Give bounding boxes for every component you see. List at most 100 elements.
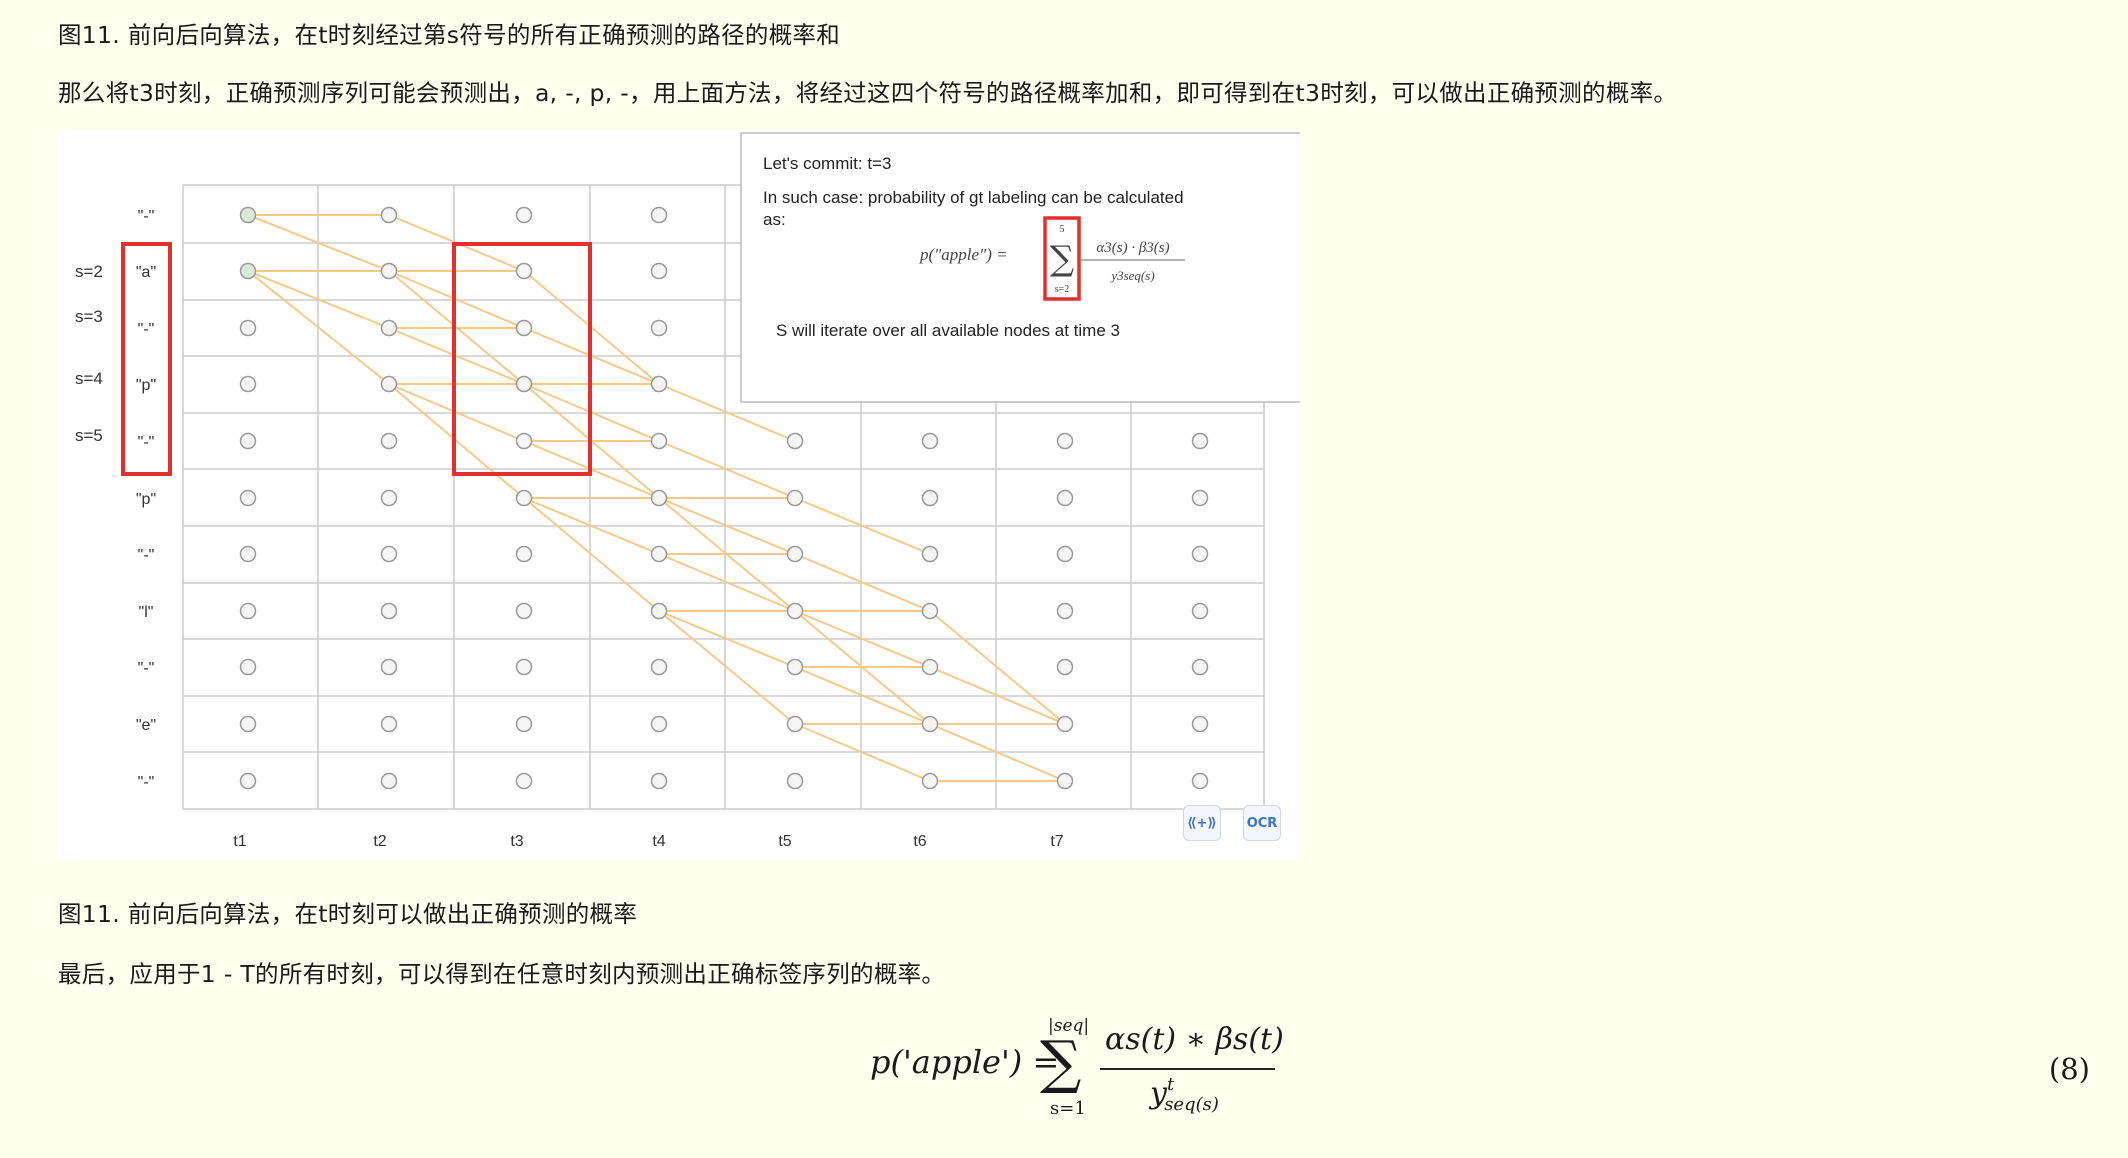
path-edge bbox=[794, 553, 931, 612]
row-label: "a" bbox=[136, 264, 156, 281]
path-edge bbox=[658, 553, 796, 612]
lattice-node bbox=[515, 658, 533, 676]
lattice-node bbox=[1056, 658, 1074, 676]
path-edge bbox=[388, 327, 525, 385]
lattice-node bbox=[239, 432, 257, 450]
path-edge bbox=[658, 610, 796, 725]
figure-caption-1: 图11. 前向后向算法，在t时刻经过第s符号的所有正确预测的路径的概率和 bbox=[58, 21, 841, 49]
lattice-node bbox=[921, 772, 939, 790]
lattice-node bbox=[380, 545, 398, 563]
lattice-node bbox=[786, 715, 804, 733]
path-edge bbox=[929, 723, 1066, 782]
ai-scan-icon[interactable]: ⟪+⟫ bbox=[1183, 805, 1221, 841]
s-label: s=5 bbox=[75, 426, 103, 445]
lattice-node bbox=[380, 319, 398, 337]
lattice-node bbox=[239, 658, 257, 676]
paragraph-2: 最后，应用于1 - T的所有时刻，可以得到在任意时刻内预测出正确标签序列的概率。 bbox=[58, 960, 946, 988]
lattice-node bbox=[786, 658, 804, 676]
lattice-node bbox=[380, 375, 398, 393]
row-label: "e" bbox=[136, 717, 156, 734]
path-edge bbox=[247, 270, 390, 385]
formula-sum-bottom: s=1 bbox=[1050, 1098, 1086, 1119]
lattice-node bbox=[1056, 602, 1074, 620]
lattice-node bbox=[380, 432, 398, 450]
path-edge bbox=[929, 610, 1066, 725]
path-edge bbox=[523, 497, 660, 555]
time-label: t5 bbox=[778, 833, 791, 850]
lattice-node bbox=[1056, 489, 1074, 507]
lattice-node bbox=[1191, 432, 1209, 450]
t3-highlight-box bbox=[452, 242, 592, 476]
s-labels: s=2 s=3 s=4 s=5 bbox=[75, 262, 103, 445]
lattice-node bbox=[239, 319, 257, 337]
lattice-node bbox=[650, 432, 668, 450]
symbol-highlight-box bbox=[121, 242, 172, 476]
note-numerator: α3(s) · β3(s) bbox=[1096, 240, 1169, 256]
lattice-node bbox=[1056, 545, 1074, 563]
note-footer: S will iterate over all available nodes … bbox=[776, 321, 1120, 340]
note-sum-sign: ∑ bbox=[1050, 239, 1074, 279]
note-sum-top: 5 bbox=[1060, 224, 1065, 235]
note-line2: as: bbox=[763, 210, 786, 229]
lattice-node bbox=[650, 319, 668, 337]
lattice-node bbox=[515, 772, 533, 790]
lattice-node bbox=[239, 545, 257, 563]
path-edge bbox=[388, 383, 525, 442]
row-label: "-" bbox=[138, 208, 155, 225]
note-title: Let's commit: t=3 bbox=[763, 154, 891, 173]
node-circles bbox=[239, 206, 1209, 790]
lattice-node bbox=[239, 375, 257, 393]
path-edges bbox=[247, 214, 1066, 782]
lattice-node bbox=[650, 375, 668, 393]
lattice-node bbox=[1191, 602, 1209, 620]
lattice-node bbox=[786, 489, 804, 507]
s-label: s=4 bbox=[75, 369, 103, 388]
path-edge bbox=[658, 497, 796, 555]
lattice-node bbox=[239, 262, 257, 280]
lattice-node bbox=[1056, 715, 1074, 733]
lattice-node bbox=[786, 602, 804, 620]
lattice-node bbox=[380, 262, 398, 280]
lattice-node bbox=[515, 545, 533, 563]
formula-block: p('apple') = |seq| ∑ s=1 αs(t) ∗ βs(t) y… bbox=[0, 1010, 2128, 1140]
lattice-node bbox=[239, 772, 257, 790]
formula-lhs: p('apple') = bbox=[870, 1043, 1060, 1081]
lattice-node bbox=[921, 715, 939, 733]
lattice-node bbox=[921, 602, 939, 620]
formula-sum-sign: ∑ bbox=[1040, 1028, 1082, 1096]
lattice-node bbox=[1191, 545, 1209, 563]
note-sum-bottom: s=2 bbox=[1055, 284, 1070, 295]
row-label: "p" bbox=[136, 377, 156, 394]
lattice-diagram: "-""a""-""p""-""p""-""l""-""e""-" s=2s=3… bbox=[75, 132, 1300, 850]
lattice-node bbox=[1191, 489, 1209, 507]
path-edge bbox=[929, 666, 1066, 725]
note-box: Let's commit: t=3 In such case: probabil… bbox=[740, 132, 1300, 403]
lattice-node bbox=[380, 602, 398, 620]
path-edge bbox=[388, 270, 525, 329]
s-label: s=2 bbox=[75, 262, 103, 281]
path-edge bbox=[794, 610, 931, 668]
lattice-node bbox=[1191, 658, 1209, 676]
lattice-node bbox=[239, 489, 257, 507]
path-edge bbox=[247, 270, 390, 329]
path-edge bbox=[794, 723, 931, 782]
s-label: s=3 bbox=[75, 307, 103, 326]
lattice-node bbox=[515, 206, 533, 224]
row-label: "-" bbox=[138, 547, 155, 564]
lattice-node bbox=[380, 658, 398, 676]
lattice-node bbox=[380, 715, 398, 733]
row-labels: "-""a""-""p""-""p""-""l""-""e""-" bbox=[136, 208, 156, 791]
lattice-node bbox=[921, 545, 939, 563]
row-label: "-" bbox=[138, 660, 155, 677]
note-line1: In such case: probability of gt labeling… bbox=[763, 188, 1184, 207]
lattice-node bbox=[1056, 432, 1074, 450]
path-edge bbox=[523, 497, 660, 612]
time-label: t4 bbox=[652, 833, 665, 850]
lattice-node bbox=[786, 545, 804, 563]
time-label: t2 bbox=[373, 833, 386, 850]
note-formula-lhs: p("apple") = bbox=[919, 245, 1008, 264]
path-edge bbox=[658, 610, 796, 668]
ocr-button[interactable]: OCR bbox=[1243, 805, 1281, 841]
